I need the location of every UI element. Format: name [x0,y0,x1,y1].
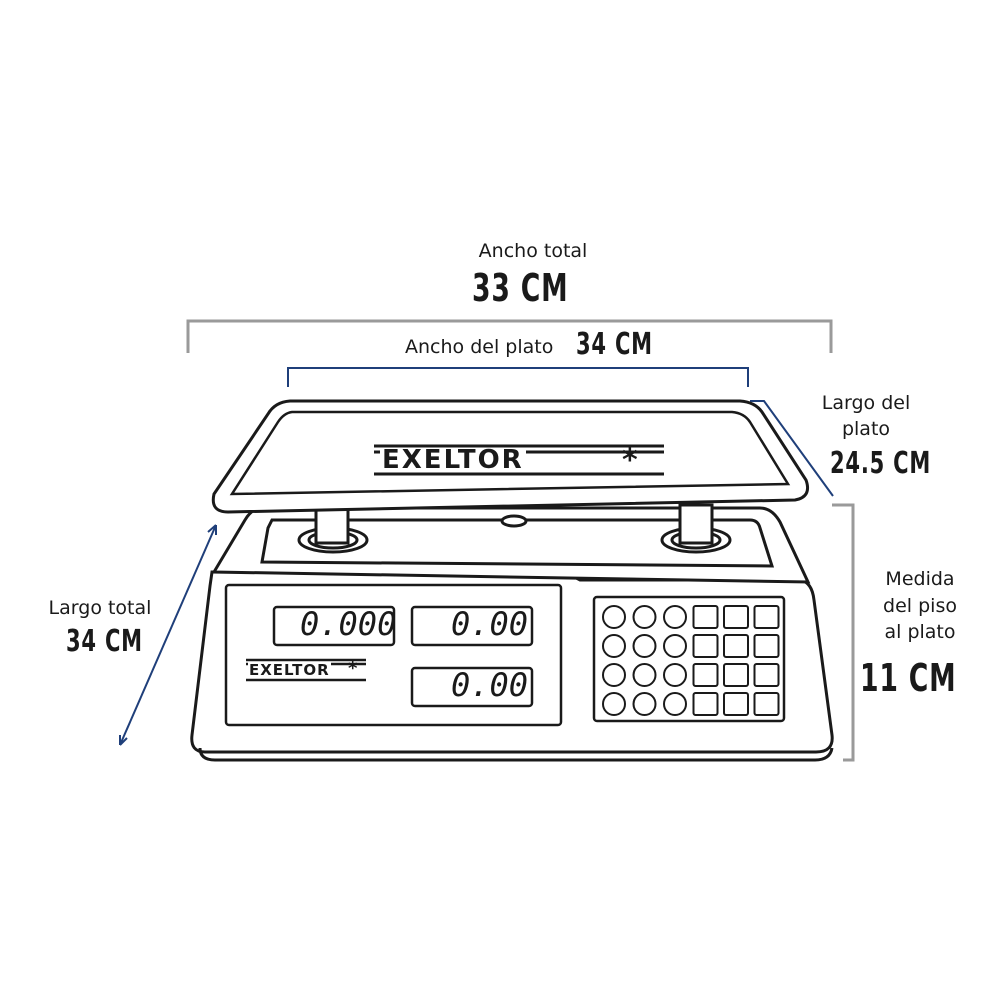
total-length-label: Largo total [48,597,152,619]
total-length-value: 34 CM [66,624,143,659]
total-length-arrow [119,524,217,746]
plate-length-label-line2: plato [841,418,891,440]
price-display-value: 0.00 [450,605,528,643]
keypad-key [753,605,780,629]
floor-to-plate-bracket [832,503,855,762]
keypad-key [632,663,657,687]
keypad-key [723,634,749,658]
keypad-key [692,663,719,687]
plate-length-label-line1: Largo del [821,392,911,414]
plate-length-bracket [750,400,834,497]
scale-base [190,570,834,762]
keypad-key [692,634,719,658]
keypad-key [632,634,657,658]
plate-length-value: 24.5 CM [830,446,932,481]
keypad [592,595,786,723]
keypad-key [692,605,719,629]
keypad-key [692,692,719,716]
keypad-key [602,663,626,687]
plate-width-label: Ancho del plato [405,336,554,358]
keypad-key [663,634,687,658]
keypad-key [753,634,780,658]
total-display-value: 0.00 [450,666,528,704]
keypad-key [663,692,687,716]
plate-width-bracket [287,367,749,387]
plate-width-value: 34 CM [576,327,653,362]
keypad-key [723,605,749,629]
keypad-key [632,692,657,716]
panel-brand-logo: EXELTOR [248,661,331,679]
keypad-key [663,605,687,629]
keypad-key [663,663,687,687]
tray-brand-logo: EXELTOR [380,445,526,475]
keypad-key [602,692,626,716]
weight-display-value: 0.000 [300,605,397,643]
keypad-key [753,663,780,687]
display-panel [224,583,563,727]
keypad-key [723,663,749,687]
keypad-key [632,605,657,629]
scale-upper-body [211,506,811,584]
floor-to-plate-label-line1: Medida [885,568,955,590]
total-width-bracket [186,319,833,353]
total-width-value: 33 CM [472,266,569,310]
keypad-key [723,692,749,716]
keypad-key [753,692,780,716]
floor-to-plate-value: 11 CM [860,656,957,700]
keypad-key [602,605,626,629]
tray-brand-mark: * [622,443,638,478]
tray-supports [297,503,732,554]
total-width-label: Ancho total [478,240,588,262]
keypad-key [602,634,626,658]
floor-to-plate-label-line2: del piso [883,595,957,617]
floor-to-plate-label-line3: al plato [884,621,956,643]
panel-brand-mark: * [348,658,358,679]
